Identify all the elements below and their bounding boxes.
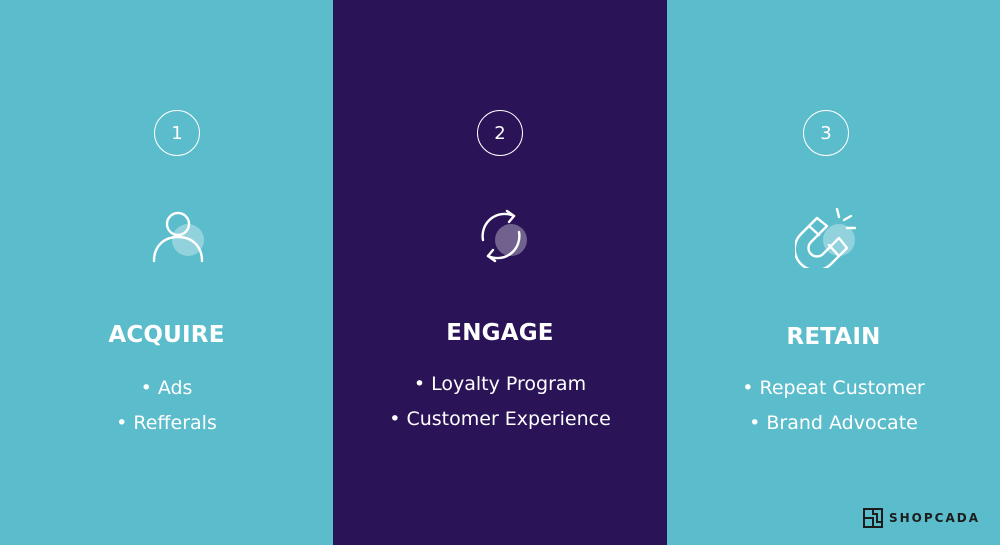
bullet-item: Brand Advocate bbox=[667, 406, 1000, 441]
refresh-cycle-icon bbox=[469, 204, 533, 268]
stage-acquire: 1 ACQUIRE Ads Refferals bbox=[0, 0, 333, 545]
user-icon bbox=[146, 204, 210, 268]
magnet-icon bbox=[795, 204, 859, 268]
stage-title: RETAIN bbox=[786, 324, 881, 350]
bullet-item: Customer Experience bbox=[333, 402, 667, 437]
stage-bullet-list: Loyalty Program Customer Experience bbox=[333, 367, 667, 437]
bullet-item: Refferals bbox=[0, 406, 333, 441]
stage-title: ENGAGE bbox=[446, 320, 554, 346]
bullet-item: Ads bbox=[0, 371, 333, 406]
stage-title: ACQUIRE bbox=[108, 322, 225, 348]
stage-bullet-list: Ads Refferals bbox=[0, 371, 333, 441]
bullet-item: Loyalty Program bbox=[333, 367, 667, 402]
stage-engage: 2 ENGAGE Loyalty Program Customer Experi… bbox=[333, 0, 667, 545]
step-number-circle: 2 bbox=[477, 110, 523, 156]
shopcada-logo-icon bbox=[862, 508, 883, 528]
bullet-item: Repeat Customer bbox=[667, 371, 1000, 406]
brand-logo: SHOPCADA bbox=[862, 508, 980, 528]
step-number-circle: 1 bbox=[154, 110, 200, 156]
brand-name: SHOPCADA bbox=[888, 511, 980, 525]
step-number-circle: 3 bbox=[803, 110, 849, 156]
stage-retain: 3 RETAIN Repeat Customer Brand Advocate bbox=[667, 0, 1000, 545]
stage-bullet-list: Repeat Customer Brand Advocate bbox=[667, 371, 1000, 441]
